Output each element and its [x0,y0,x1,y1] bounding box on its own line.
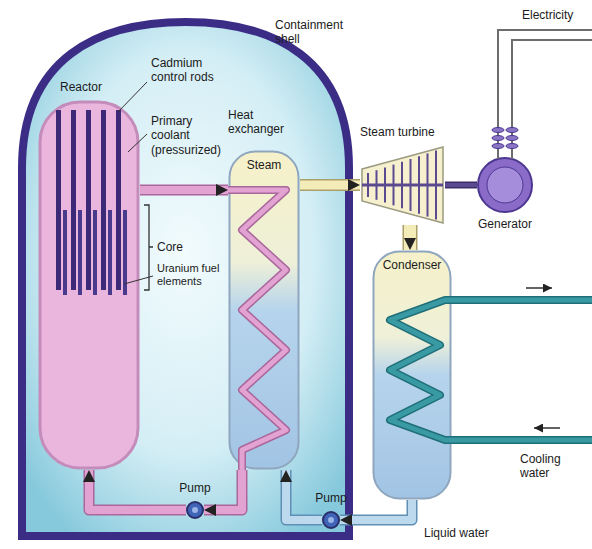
pump: Pump [186,501,204,519]
power-wire [498,30,592,159]
control-rod [56,110,61,290]
vessel-body [374,252,451,499]
power-wire [512,40,592,159]
generator-ring [487,167,523,203]
condenser: Condenser [372,250,452,500]
part-name: Pump [172,481,218,495]
vessel-label: Steam [247,158,282,172]
part-name: Pump [311,491,351,505]
control-rod [101,110,106,290]
control-rod [71,110,76,290]
condenser-shape [372,250,452,500]
control-rod [116,110,121,290]
pump: Pump [322,511,340,529]
control-rod [86,110,91,290]
pipe-group [445,185,477,186]
reactor-vessel: Reactor [38,100,140,470]
callout-label: Cadmium control rods [151,56,223,85]
callout-label: Core [157,240,207,254]
reactor-body [40,102,138,468]
pipe-outline [445,182,477,189]
flow-arrow [526,287,552,288]
turbine-blade [367,173,369,197]
steam-turbine: Steam turbine [360,145,445,225]
pump-shape [186,501,204,519]
turbine-blade [427,153,429,216]
callout-label: Uranium fuel elements [157,262,227,288]
pipe-outline [402,225,417,250]
pipe-group [300,184,360,185]
part-name: Steam turbine [360,125,460,139]
generator-body [478,158,532,212]
turbine-blade [376,170,378,200]
fuel-element [63,210,67,295]
pipe-outline [300,179,360,191]
callout-label: Electricity [522,8,590,22]
fuel-element [123,210,127,295]
exhaust-pipe [404,225,416,250]
heat-exchanger: Heat exchangerSteam [228,150,300,470]
part-name: Reactor [60,80,140,94]
pump-hub [192,507,198,513]
part-name: Generator [465,217,545,231]
pipe-group [140,189,228,190]
part-name: Containment shell [275,18,355,47]
turbine-blade [384,167,386,202]
flow-arrow [534,427,560,428]
callout-label: Primary coolant (pressurized) [151,114,227,157]
pump-body [187,502,203,518]
primary-coolant-pipe [140,186,228,194]
turbine-shaft [445,183,477,187]
turbine-blade [410,159,412,211]
fuel-element [108,210,112,295]
steam-turbine-shape [360,145,445,225]
pump-body [323,512,339,528]
heat-exchanger-coil [228,190,286,470]
pump-shape [322,511,340,529]
containment-wall [22,22,349,536]
fuel-element [78,210,82,295]
vessel-label: Condenser [383,258,442,272]
generator-shape [477,157,533,213]
part-name: Heat exchanger [228,108,306,137]
turbine-blade [401,162,403,208]
heat-exchanger-shape [228,150,300,470]
turbine-casing [362,147,443,223]
turbine-blade [393,165,395,206]
pump-hub [328,517,334,523]
pipe-outline [140,184,228,195]
steam-pipe [300,180,360,189]
reactor-vessel-shape [38,100,140,470]
coil-outline [228,190,286,470]
wire-insulators [492,128,518,149]
turbine-blade [418,156,420,214]
generator: Generator [477,157,533,213]
callout-label: Cooling water [520,452,586,481]
callout-label: Liquid water [424,526,514,540]
pipe-group [409,225,410,250]
fuel-element [93,210,97,295]
turbine-blade [435,151,437,220]
